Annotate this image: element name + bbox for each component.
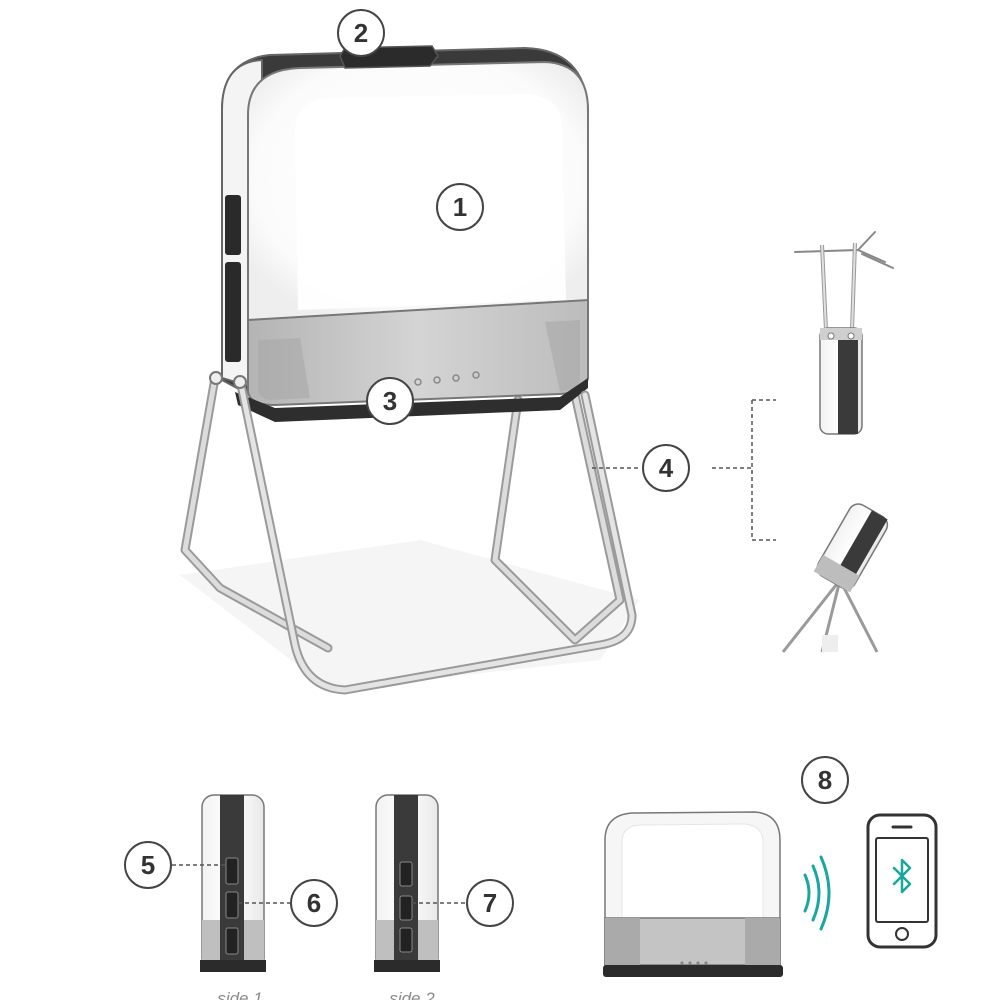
side-1-caption: side 1 xyxy=(217,989,262,1000)
usb-port xyxy=(225,891,239,919)
callout-1-label: 1 xyxy=(453,192,467,222)
tripod-lamp-illustration xyxy=(781,503,889,653)
callout-5: 5 xyxy=(124,841,226,889)
power-button xyxy=(399,861,413,887)
side-view-2: side 2 xyxy=(374,794,440,1000)
callout-6: 6 xyxy=(238,879,338,927)
sound-wave-icon xyxy=(803,855,831,931)
front-view-lamp xyxy=(603,811,783,977)
callout-8: 8 xyxy=(801,756,849,804)
side-button-upper xyxy=(225,195,241,255)
callout-1: 1 xyxy=(436,183,484,231)
power-button xyxy=(399,927,413,953)
usb-port xyxy=(225,857,239,885)
bluetooth-icon xyxy=(892,858,912,894)
callout-8-label: 8 xyxy=(818,765,832,795)
callout-6-label: 6 xyxy=(307,888,321,918)
callout-2: 2 xyxy=(337,9,385,57)
side-view-1: side 1 xyxy=(200,794,266,1000)
lamp-bottom-band xyxy=(235,378,588,422)
tree-branch xyxy=(794,231,894,269)
callout-7: 7 xyxy=(412,879,514,927)
hanging-lamp-illustration xyxy=(794,231,894,435)
callout-7-label: 7 xyxy=(483,888,497,918)
callout-4: 4 xyxy=(592,399,776,541)
callout-3: 3 xyxy=(366,377,414,425)
usb-port xyxy=(225,927,239,955)
smartphone-icon xyxy=(866,813,938,949)
main-lamp-illustration xyxy=(180,45,640,695)
callout-2-label: 2 xyxy=(354,18,368,48)
side-2-caption: side 2 xyxy=(389,989,435,1000)
power-button xyxy=(399,895,413,921)
touch-controls xyxy=(414,371,480,386)
floor-shadow xyxy=(180,540,640,690)
callout-3-label: 3 xyxy=(383,386,397,416)
callout-5-label: 5 xyxy=(141,850,155,880)
callout-4-label: 4 xyxy=(659,453,674,483)
side-button-lower xyxy=(225,262,241,362)
